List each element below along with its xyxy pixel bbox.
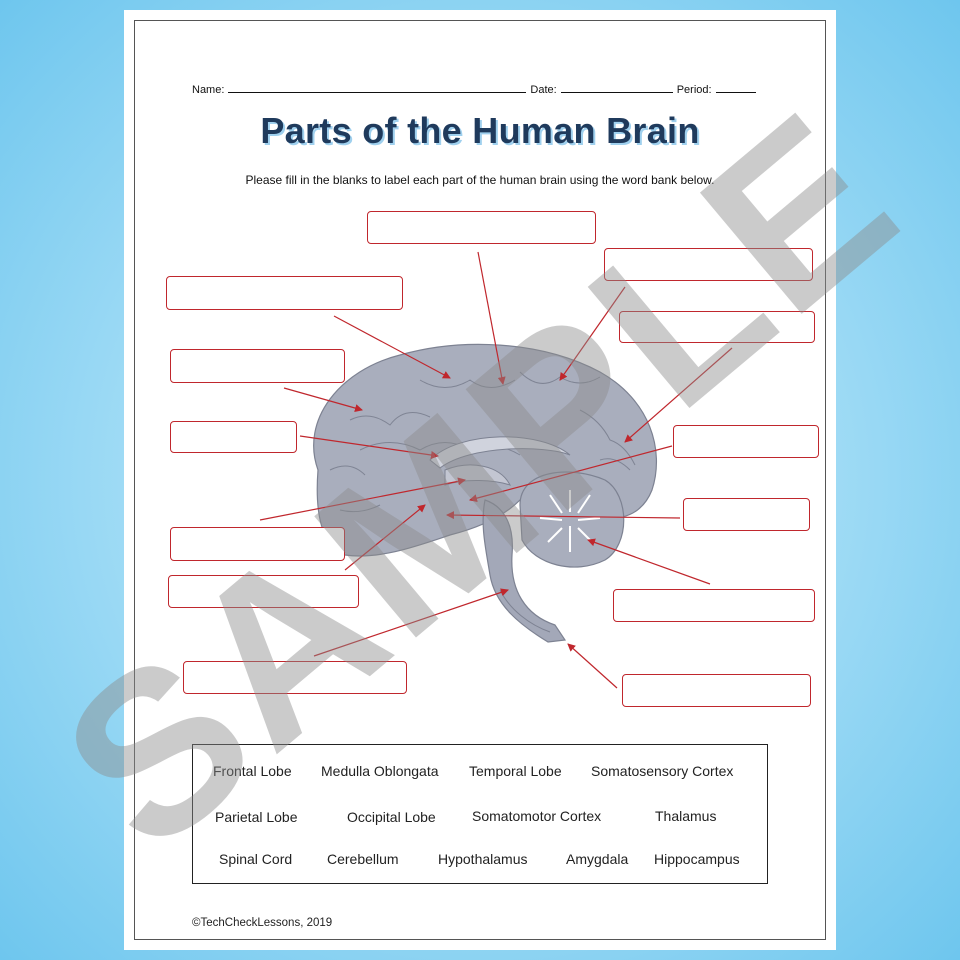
answer-box-1[interactable]: [367, 211, 596, 244]
name-label: Name:: [192, 84, 225, 96]
page-title: Parts of the Human Brain: [260, 110, 700, 151]
copyright-text: ©TechCheckLessons, 2019: [192, 917, 333, 929]
answer-box-2[interactable]: [604, 248, 813, 281]
date-label: Date:: [530, 84, 557, 96]
answer-box-12[interactable]: [183, 661, 407, 694]
word-occipital-lobe: Occipital Lobe: [347, 809, 436, 825]
answer-box-7[interactable]: [673, 425, 819, 458]
word-amygdala: Amygdala: [566, 851, 629, 867]
word-cerebellum: Cerebellum: [327, 851, 399, 867]
word-parietal-lobe: Parietal Lobe: [215, 809, 298, 825]
answer-box-8[interactable]: [683, 498, 810, 531]
word-bank: Frontal Lobe Medulla Oblongata Temporal …: [192, 744, 768, 884]
word-hypothalamus: Hypothalamus: [438, 851, 528, 867]
word-somatomotor-cortex: Somatomotor Cortex: [472, 808, 602, 824]
word-frontal-lobe: Frontal Lobe: [213, 763, 292, 779]
word-temporal-lobe: Temporal Lobe: [469, 763, 562, 779]
name-field[interactable]: [228, 80, 527, 93]
word-thalamus: Thalamus: [655, 808, 717, 824]
period-field[interactable]: [715, 80, 756, 93]
cerebellum-illustration: [519, 471, 625, 568]
answer-box-4[interactable]: [619, 311, 815, 343]
date-field[interactable]: [560, 80, 673, 93]
word-spinal-cord: Spinal Cord: [219, 851, 293, 867]
brainstem-illustration: [482, 499, 567, 643]
page-border: [134, 20, 826, 940]
answer-box-11[interactable]: [613, 589, 815, 622]
instructions: Please fill in the blanks to label each …: [245, 173, 715, 187]
header-fields: Name: Date: Period:: [192, 80, 772, 96]
word-hippocampus: Hippocampus: [654, 851, 740, 867]
word-somatosensory-cortex: Somatosensory Cortex: [591, 763, 734, 779]
answer-box-3[interactable]: [166, 276, 403, 310]
answer-box-6[interactable]: [170, 421, 297, 453]
pointer-arrows: [259, 251, 733, 689]
answer-box-9[interactable]: [170, 527, 345, 561]
answer-box-13[interactable]: [622, 674, 811, 707]
answer-box-10[interactable]: [168, 575, 359, 608]
word-medulla-oblongata: Medulla Oblongata: [321, 763, 439, 779]
answer-box-5[interactable]: [170, 349, 345, 383]
period-label: Period:: [676, 84, 712, 96]
